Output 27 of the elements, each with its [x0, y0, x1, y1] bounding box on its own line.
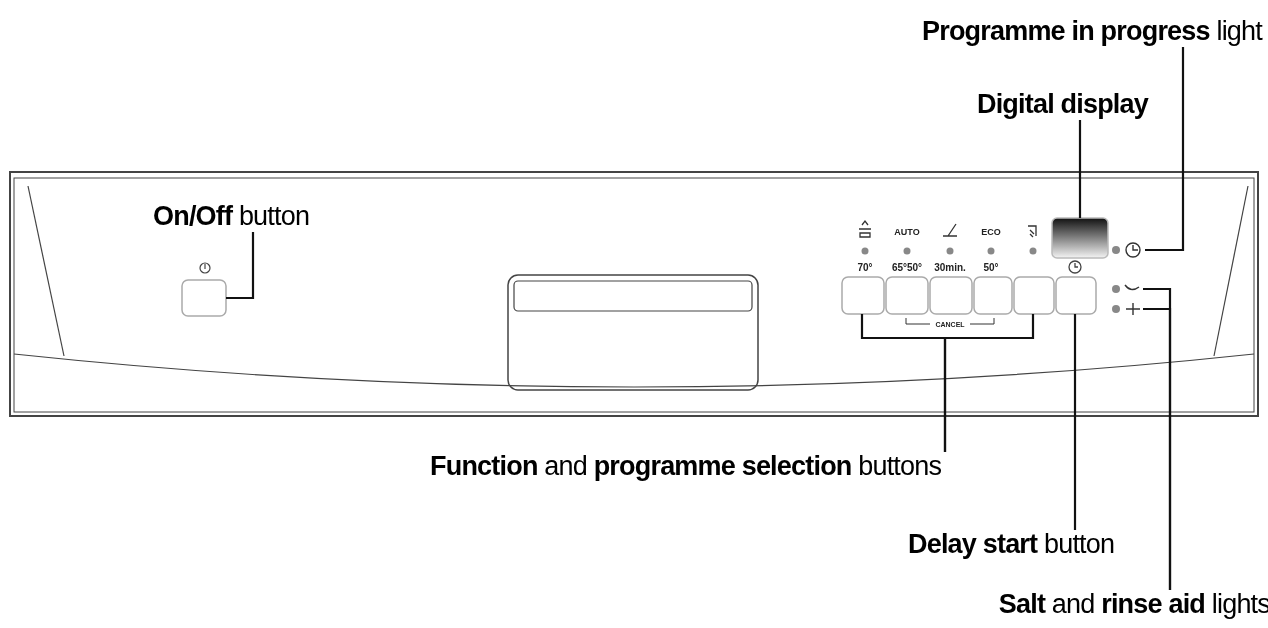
indicator-light [1112, 242, 1141, 258]
callout-text: Delay start button [908, 528, 1115, 560]
power-button [181, 279, 227, 317]
panel-label: 30min. [934, 262, 966, 273]
panel-label: 65°50° [891, 262, 923, 273]
panel-label: 70° [857, 262, 873, 273]
callout-text: On/Off button [153, 200, 310, 232]
panel-label: ECO [981, 227, 1001, 237]
leader-line [1078, 120, 1082, 218]
leader-line [1145, 47, 1185, 252]
callout-text: Digital display [976, 88, 1148, 120]
panel-button [929, 276, 973, 315]
callout-text: Programme in progress light [921, 15, 1262, 47]
panel-label: AUTO [894, 227, 920, 237]
indicator-light [1112, 284, 1140, 293]
callout-text: Function and programme selection buttons [430, 450, 942, 482]
leader-line [226, 232, 255, 300]
digital-display [1051, 217, 1109, 259]
panel-button [973, 276, 1013, 315]
panel-label: 50° [983, 262, 999, 273]
panel-button [841, 276, 885, 315]
panel-button [1013, 276, 1055, 315]
leader-line [943, 314, 1035, 452]
indicator-light [1112, 302, 1141, 316]
panel-button [885, 276, 929, 315]
panel-button [1055, 276, 1097, 315]
leader-line [1073, 314, 1077, 530]
